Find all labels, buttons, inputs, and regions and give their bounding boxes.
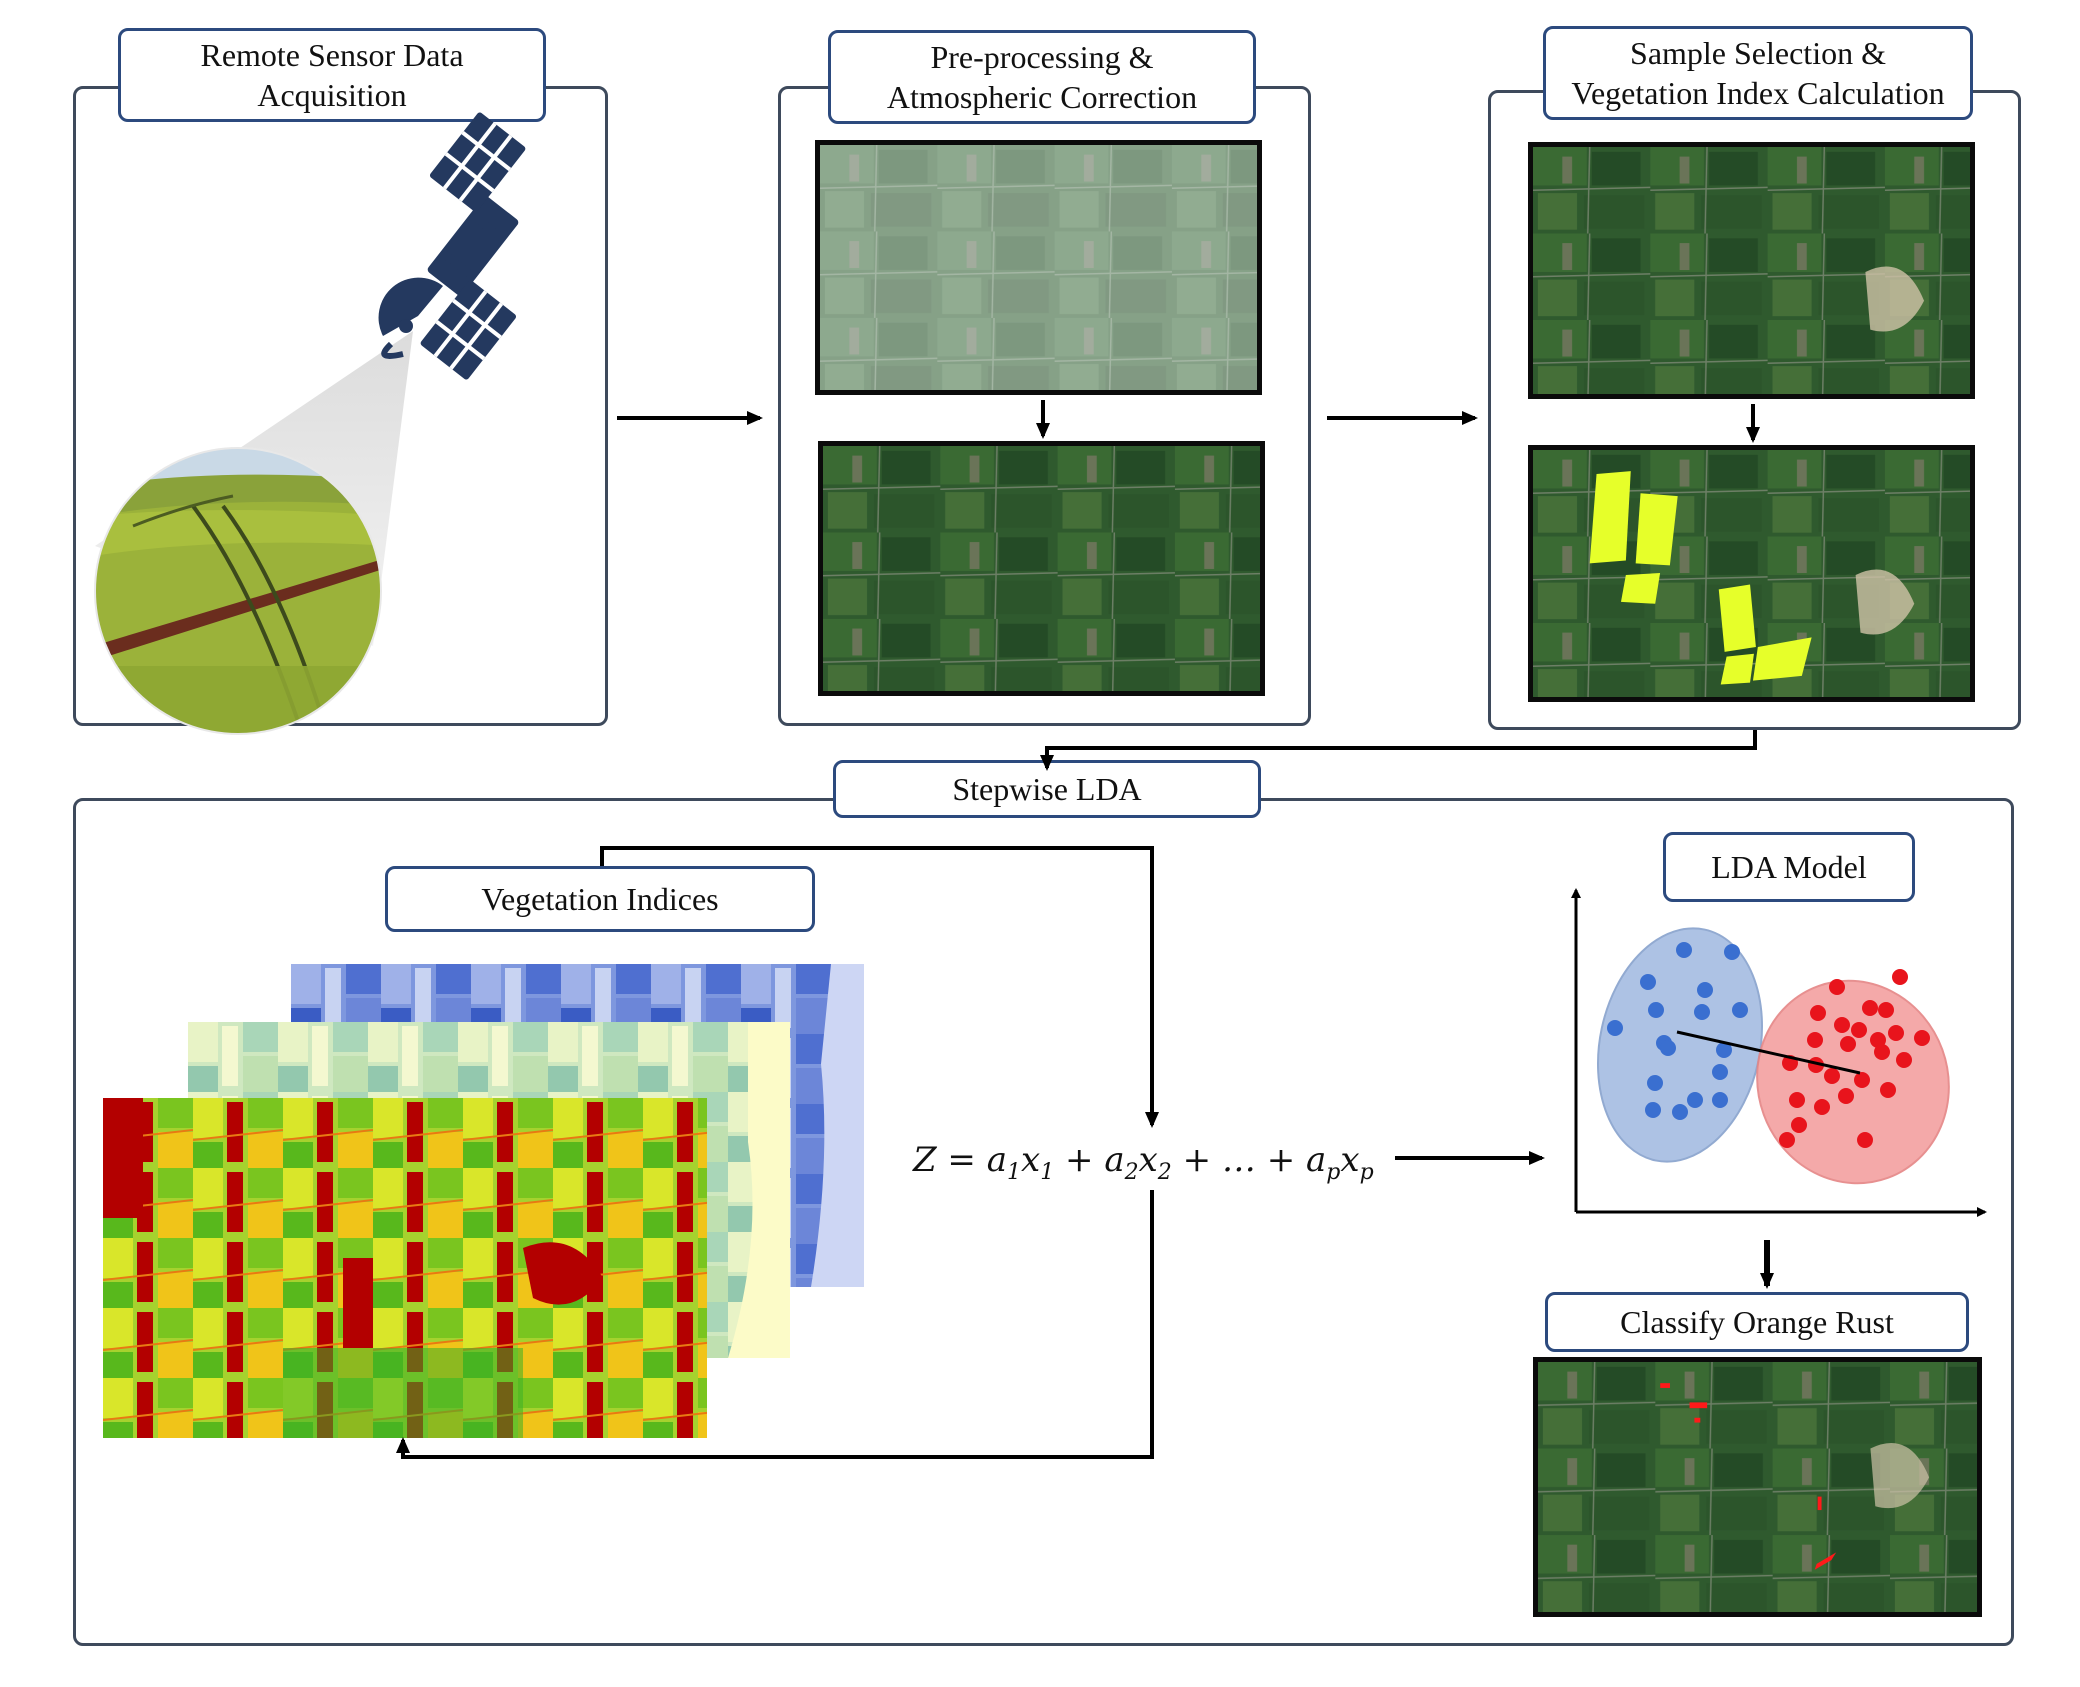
stepwise-lda-text: Stepwise LDA: [952, 771, 1142, 807]
satellite-dish: [378, 277, 443, 359]
lda-model-text: LDA Model: [1711, 849, 1867, 885]
equation-plus-1: +: [1054, 1140, 1105, 1180]
sample-selection-label-line1: Sample Selection &: [1630, 35, 1886, 71]
classified-rust-image: [1533, 1357, 1982, 1617]
preprocessing-label-line2: Atmospheric Correction: [886, 79, 1198, 115]
vegetation-indices-label: Vegetation Indices: [385, 866, 815, 932]
stepwise-lda-label: Stepwise LDA: [833, 760, 1261, 818]
classify-label: Classify Orange Rust: [1545, 1292, 1969, 1352]
field-photo-icon: [95, 448, 381, 734]
detected-rust-areas: [1660, 1383, 1837, 1570]
equation-coef-1-sub: 1: [1007, 1159, 1022, 1185]
vegetation-index-layer-ryg: [103, 1098, 707, 1438]
raw-satellite-image: [815, 140, 1262, 395]
equation-var-p-sub: p: [1359, 1159, 1374, 1185]
preprocessing-label: Pre-processing & Atmospheric Correction: [828, 30, 1256, 124]
equation-var-1-sub: 1: [1040, 1159, 1055, 1185]
vegetation-indices-text: Vegetation Indices: [481, 881, 719, 917]
equation-plus-2: + … +: [1171, 1140, 1306, 1180]
equation-coef-p-sub: p: [1326, 1159, 1341, 1185]
equation-var-p: x: [1340, 1140, 1360, 1180]
acquisition-label-line2: Acquisition: [257, 77, 407, 113]
equation-coef-1: a: [986, 1140, 1008, 1180]
equation-lhs: Z =: [913, 1140, 987, 1180]
equation-var-1: x: [1021, 1140, 1041, 1180]
satellite-icon: [420, 112, 526, 380]
equation-coef-p: a: [1306, 1140, 1327, 1180]
lda-equation: Z = a1x1 + a2x2 + … + apxp: [913, 1140, 1374, 1185]
classify-text: Classify Orange Rust: [1620, 1304, 1894, 1340]
acquisition-label: Remote Sensor Data Acquisition: [118, 28, 546, 122]
equation-coef-2: a: [1104, 1140, 1125, 1180]
equation-var-2-sub: 2: [1157, 1159, 1172, 1185]
acquisition-label-line1: Remote Sensor Data: [200, 37, 464, 73]
satellite-scene: [94, 112, 526, 735]
sample-selection-label-line2: Vegetation Index Calculation: [1571, 75, 1945, 111]
sample-selected-image: [1528, 445, 1975, 702]
corrected-satellite-image: [818, 441, 1265, 696]
lda-model-label: LDA Model: [1663, 832, 1915, 902]
sample-field-highlights: [1589, 471, 1812, 685]
preprocessing-label-line1: Pre-processing &: [930, 39, 1154, 75]
equation-var-2: x: [1138, 1140, 1158, 1180]
equation-coef-2-sub: 2: [1124, 1159, 1139, 1185]
sample-base-image: [1528, 142, 1975, 399]
sample-selection-label: Sample Selection & Vegetation Index Calc…: [1543, 26, 1973, 120]
